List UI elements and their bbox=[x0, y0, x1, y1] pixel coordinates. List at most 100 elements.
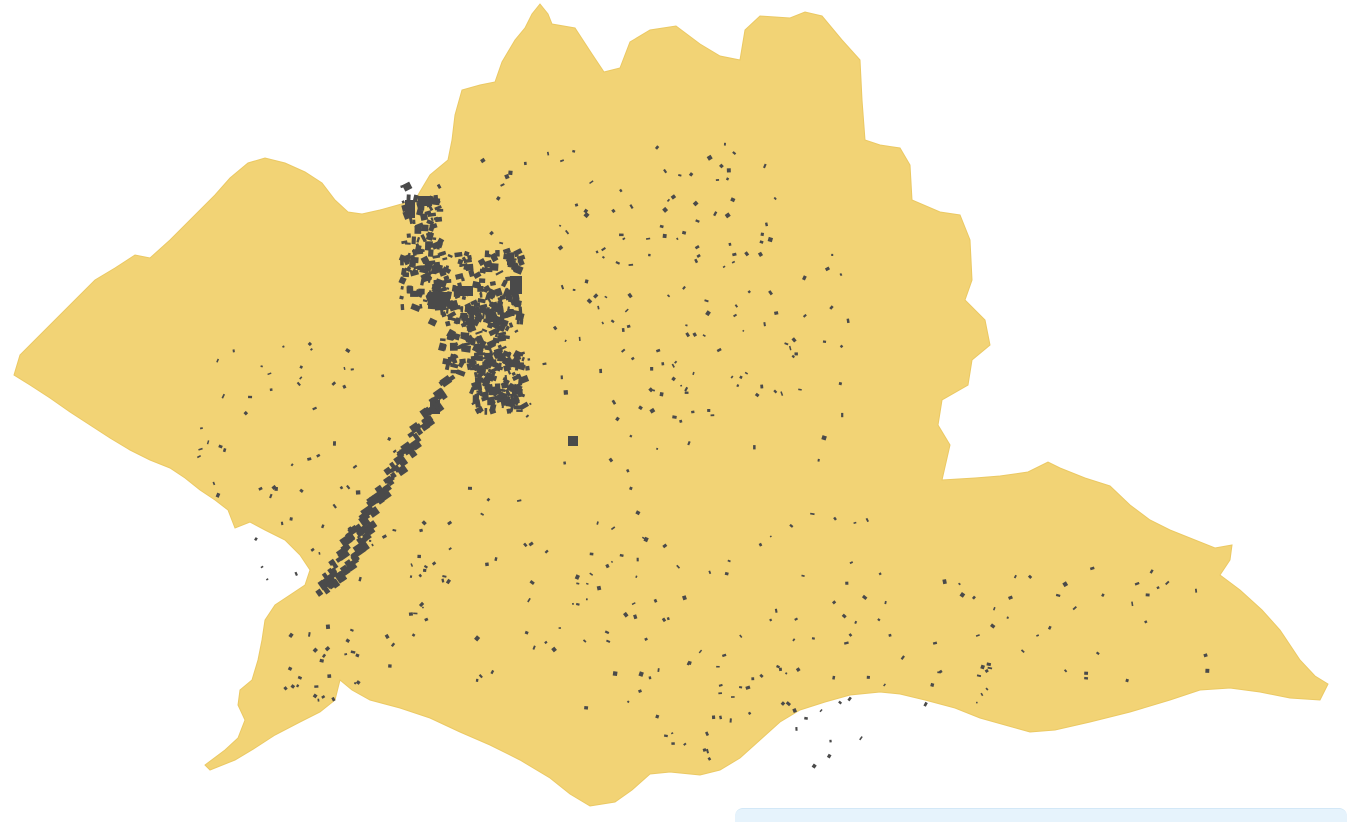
building bbox=[747, 290, 751, 294]
building bbox=[326, 580, 336, 590]
building bbox=[405, 266, 412, 272]
building bbox=[513, 393, 520, 402]
building bbox=[480, 157, 486, 164]
building bbox=[412, 432, 422, 443]
building bbox=[638, 689, 643, 693]
building bbox=[488, 407, 497, 415]
building bbox=[1084, 676, 1089, 680]
building bbox=[331, 696, 336, 702]
building bbox=[511, 373, 522, 382]
building bbox=[601, 255, 605, 259]
building bbox=[631, 602, 636, 606]
building bbox=[484, 311, 490, 317]
building bbox=[479, 291, 483, 295]
building bbox=[243, 410, 249, 416]
building bbox=[551, 646, 557, 653]
building bbox=[563, 390, 569, 395]
building bbox=[453, 353, 457, 358]
building bbox=[498, 345, 507, 351]
building bbox=[656, 447, 659, 450]
building bbox=[474, 406, 484, 415]
building bbox=[527, 358, 531, 361]
building bbox=[463, 250, 470, 257]
building bbox=[586, 298, 593, 304]
building bbox=[672, 415, 677, 419]
building bbox=[369, 496, 373, 501]
municipality-boundary[interactable] bbox=[13, 3, 1329, 807]
building bbox=[518, 306, 523, 315]
building bbox=[716, 347, 722, 353]
building bbox=[297, 675, 303, 680]
building bbox=[638, 671, 644, 677]
building bbox=[420, 234, 427, 243]
building bbox=[727, 559, 731, 563]
building bbox=[763, 322, 766, 327]
building bbox=[260, 365, 263, 368]
building bbox=[356, 535, 361, 540]
building bbox=[1027, 574, 1033, 580]
building bbox=[409, 575, 413, 579]
building bbox=[626, 468, 630, 473]
building bbox=[802, 313, 807, 318]
building bbox=[307, 457, 312, 461]
building bbox=[525, 365, 530, 371]
building bbox=[662, 206, 669, 213]
building bbox=[447, 316, 453, 321]
building bbox=[884, 600, 887, 605]
building bbox=[845, 581, 849, 585]
building bbox=[704, 299, 709, 303]
building bbox=[736, 384, 740, 388]
building bbox=[422, 275, 427, 283]
building bbox=[774, 608, 778, 613]
building bbox=[630, 356, 635, 361]
building bbox=[324, 646, 331, 652]
building bbox=[489, 280, 496, 287]
building bbox=[1006, 616, 1009, 619]
building bbox=[655, 348, 661, 353]
building bbox=[739, 634, 743, 638]
building bbox=[474, 635, 481, 642]
building bbox=[470, 299, 478, 306]
building bbox=[354, 682, 357, 685]
building bbox=[674, 360, 678, 364]
building bbox=[507, 306, 510, 312]
building bbox=[622, 237, 626, 241]
building bbox=[507, 351, 512, 357]
building bbox=[687, 441, 691, 446]
building bbox=[447, 520, 453, 526]
building bbox=[474, 391, 481, 398]
building bbox=[558, 627, 562, 629]
building bbox=[878, 572, 882, 576]
building bbox=[501, 279, 508, 288]
building bbox=[744, 251, 750, 257]
building bbox=[839, 344, 844, 349]
building bbox=[410, 290, 419, 297]
building bbox=[723, 142, 726, 146]
building bbox=[476, 335, 481, 339]
building bbox=[440, 311, 447, 318]
building bbox=[529, 402, 532, 406]
info-panel[interactable] bbox=[735, 808, 1347, 822]
building bbox=[971, 595, 976, 600]
building bbox=[559, 159, 565, 163]
building bbox=[469, 318, 480, 327]
building bbox=[493, 340, 498, 345]
building bbox=[524, 630, 529, 635]
building bbox=[865, 517, 870, 523]
building bbox=[769, 535, 772, 538]
building bbox=[355, 680, 361, 685]
building bbox=[466, 337, 472, 343]
building bbox=[652, 389, 656, 392]
building bbox=[321, 695, 326, 699]
building bbox=[498, 322, 507, 333]
building bbox=[719, 715, 723, 720]
building bbox=[497, 391, 505, 399]
building bbox=[461, 277, 465, 282]
building bbox=[450, 362, 459, 369]
building bbox=[1149, 569, 1154, 574]
building bbox=[400, 303, 405, 311]
building bbox=[400, 285, 404, 290]
building bbox=[497, 356, 505, 362]
